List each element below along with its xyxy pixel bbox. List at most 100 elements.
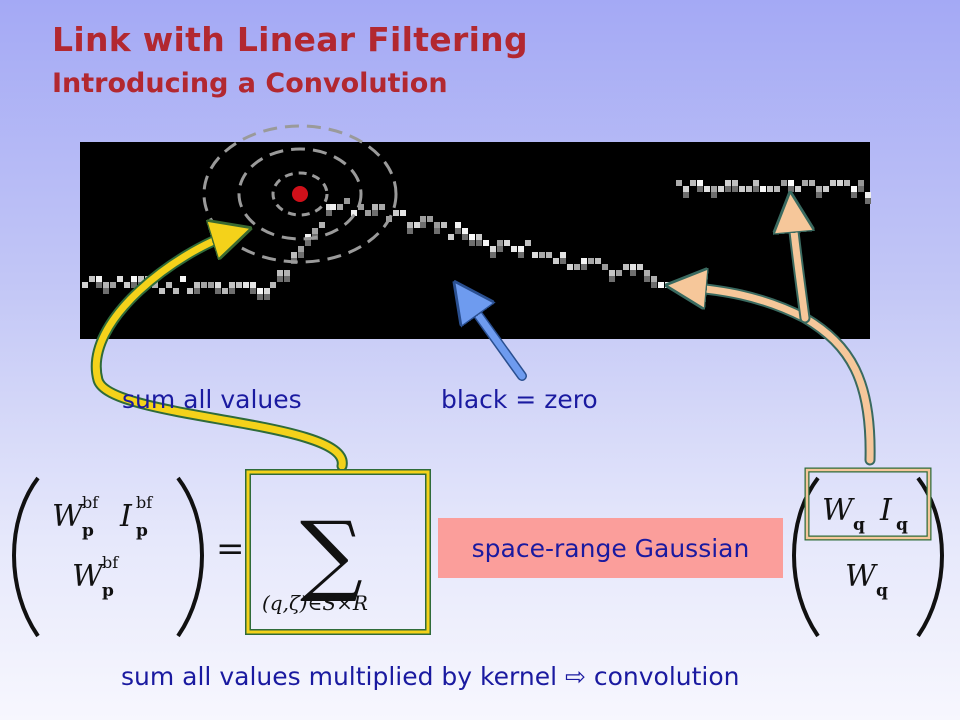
signal-pixel [372, 204, 378, 210]
signal-pixel [250, 288, 256, 294]
signal-pixel [264, 288, 270, 294]
signal-pixel [644, 276, 650, 282]
signal-pixel [257, 288, 263, 294]
sum-symbol: ∑ [300, 502, 363, 605]
convolution-caption: sum all values multiplied by kernel ⇨ co… [121, 662, 740, 691]
signal-pixel [173, 288, 179, 294]
signal-pixel [407, 222, 413, 228]
signal-pixel [581, 258, 587, 264]
signal-pixel [414, 222, 420, 228]
signal-pixel [851, 186, 857, 192]
signal-pixel [208, 282, 214, 288]
signal-pixel [683, 186, 689, 192]
lhs-top-w: W [52, 499, 85, 534]
signal-pixel [250, 282, 256, 288]
kernel-circle-inner [271, 171, 329, 217]
black-equals-zero-label: black = zero [441, 385, 598, 414]
kernel-circle-middle [237, 147, 363, 241]
signal-pixel [732, 180, 738, 186]
signal-pixel [124, 282, 130, 288]
signal-pixel [326, 210, 332, 216]
lhs-top-w-sub: p [82, 521, 94, 541]
slide-subtitle: Introducing a Convolution [52, 68, 448, 99]
signal-pixel [455, 222, 461, 228]
signal-pixel [651, 282, 657, 288]
signal-pixel [96, 282, 102, 288]
signal-pixel [497, 246, 503, 252]
signal-pixel [683, 192, 689, 198]
signal-pixel [243, 282, 249, 288]
signal-pixel [525, 240, 531, 246]
equals-sign: = [216, 529, 245, 569]
signal-pixel [504, 240, 510, 246]
signal-pixel [490, 252, 496, 258]
signal-pixel [711, 192, 717, 198]
signal-pixel [187, 288, 193, 294]
signal-pixel [117, 276, 123, 282]
lhs-top-i-sub: p [136, 521, 148, 541]
signal-pixel [774, 186, 780, 192]
signal-pixel [180, 276, 186, 282]
signal-pixel [441, 222, 447, 228]
slide-title: Link with Linear Filtering [52, 20, 528, 59]
lhs-left-paren [12, 476, 40, 638]
signal-pixel [166, 282, 172, 288]
signal-pixel [665, 282, 671, 288]
signal-pixel [351, 210, 357, 216]
kernel-circles [202, 124, 398, 264]
signal-pixel [595, 258, 601, 264]
signal-pixel [809, 180, 815, 186]
signal-pixel [393, 210, 399, 216]
signal-pixel [434, 222, 440, 228]
signal-pixel [96, 276, 102, 282]
signal-pixel [725, 186, 731, 192]
signal-pixel [194, 282, 200, 288]
signal-pixel [427, 216, 433, 222]
signal-pixel [330, 204, 336, 210]
signal-pixel [455, 228, 461, 234]
kernel-circle-outer [202, 124, 398, 264]
signal-pixel [298, 246, 304, 252]
signal-pixel [103, 288, 109, 294]
signal-pixel [676, 180, 682, 186]
signal-pixel [546, 252, 552, 258]
signal-pixel [781, 180, 787, 186]
signal-pixel [201, 282, 207, 288]
signal-pixel [746, 186, 752, 192]
signal-pixel [623, 264, 629, 270]
signal-pixel [532, 252, 538, 258]
signal-pixel [476, 240, 482, 246]
lhs-vector: W bf p I bf p W bf p [12, 476, 204, 638]
signal-pixel [753, 186, 759, 192]
signal-pixel [264, 294, 270, 300]
rhs-top-w: W [822, 493, 855, 528]
lhs-top-i-sup: bf [136, 493, 153, 512]
signal-pixel [637, 264, 643, 270]
signal-pixel [560, 252, 566, 258]
rhs-top-i-sub: q [896, 515, 908, 535]
signal-pixel [319, 222, 325, 228]
signal-pixel [753, 180, 759, 186]
center-pixel-dot [292, 186, 308, 202]
signal-pixel [697, 180, 703, 186]
signal-pixel [103, 282, 109, 288]
signal-pixel [82, 282, 88, 288]
signal-pixel [616, 270, 622, 276]
signal-pixel [690, 180, 696, 186]
signal-pixel [448, 234, 454, 240]
signal-pixel [837, 180, 843, 186]
signal-pixel [581, 264, 587, 270]
signal-pixel [697, 186, 703, 192]
rhs-vector: W q I q W q [792, 467, 944, 638]
signal-pixel [372, 210, 378, 216]
sum-arrow [90, 234, 348, 472]
lhs-bottom-w-sub: p [102, 581, 114, 601]
signal-pixel [711, 186, 717, 192]
signal-pixel [420, 222, 426, 228]
signal-pixel [270, 282, 276, 288]
signal-pixel [131, 276, 137, 282]
signal-pixel [476, 234, 482, 240]
product-arrow [686, 212, 876, 466]
signal-pixel [277, 270, 283, 276]
signal-pixel [159, 288, 165, 294]
